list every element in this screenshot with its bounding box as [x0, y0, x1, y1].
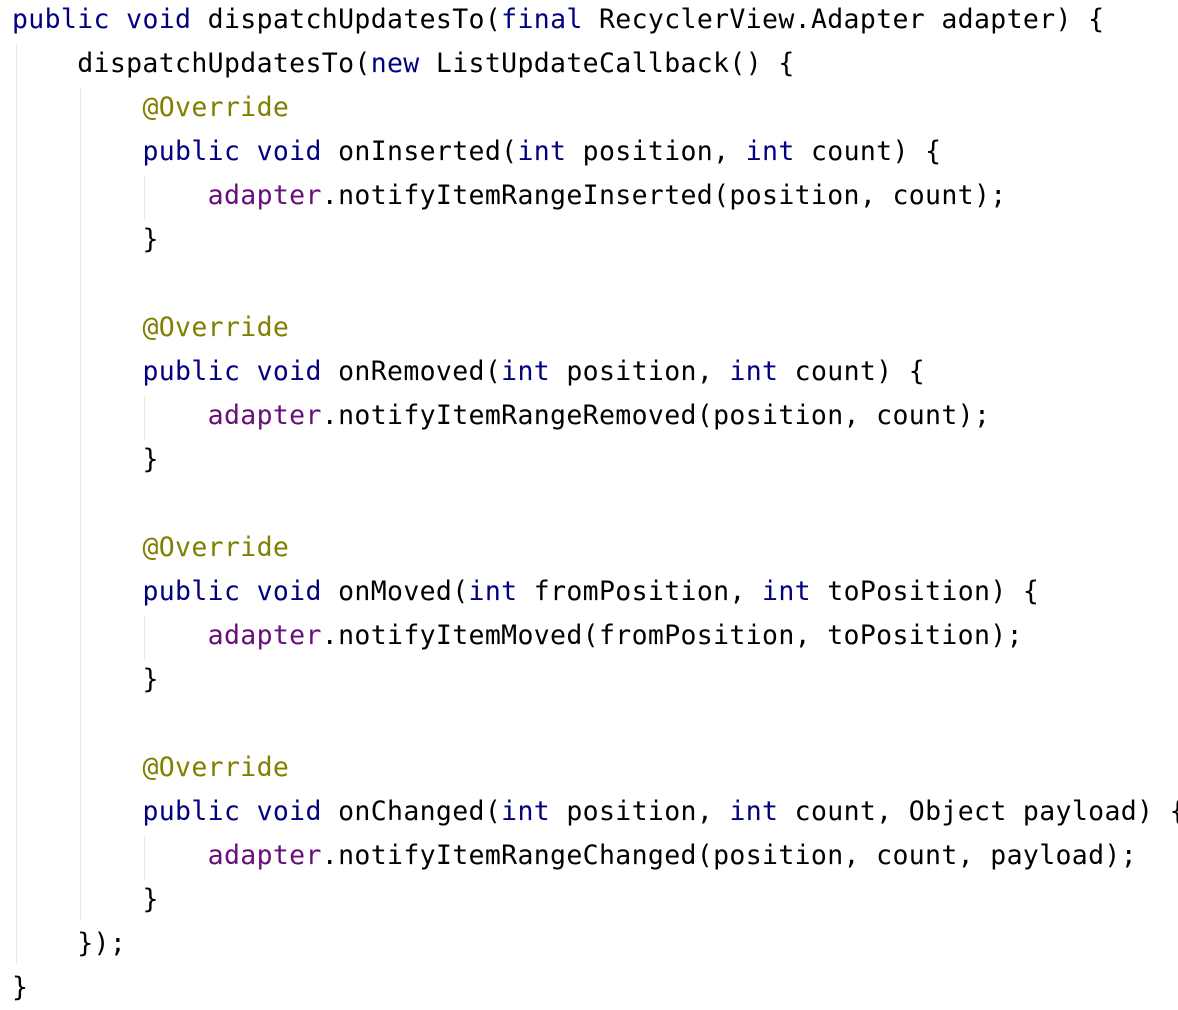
code-token: count, Object payload) {: [778, 796, 1178, 827]
keyword-token: int: [468, 576, 518, 607]
code-line[interactable]: }: [12, 218, 1178, 262]
keyword-token: int: [501, 356, 551, 387]
code-line[interactable]: public void dispatchUpdatesTo(final Recy…: [12, 0, 1178, 42]
code-line[interactable]: });: [12, 922, 1178, 966]
keyword-token: void: [256, 796, 322, 827]
code-token: [110, 4, 126, 35]
code-token: toPosition) {: [810, 576, 1040, 607]
annotation-token: @Override: [142, 92, 290, 123]
indent-guide-oninserted: [144, 176, 145, 220]
code-line[interactable]: }: [12, 438, 1178, 482]
field-token: adapter: [207, 180, 322, 211]
code-token: position,: [550, 796, 730, 827]
code-token: position,: [566, 136, 746, 167]
code-token: fromPosition,: [517, 576, 763, 607]
annotation-token: @Override: [142, 752, 290, 783]
keyword-token: void: [126, 4, 192, 35]
code-token: }: [142, 444, 159, 475]
code-token: onRemoved(: [321, 356, 502, 387]
code-token: });: [77, 928, 127, 959]
code-line[interactable]: [12, 702, 1178, 746]
code-token: }: [142, 884, 159, 915]
keyword-token: int: [729, 356, 779, 387]
code-token: [240, 796, 256, 827]
code-token: RecyclerView.Adapter adapter) {: [582, 4, 1105, 35]
keyword-token: int: [745, 136, 795, 167]
code-token: [240, 136, 256, 167]
field-token: adapter: [207, 400, 322, 431]
code-line[interactable]: @Override: [12, 746, 1178, 790]
keyword-token: int: [762, 576, 811, 607]
indent-guide-callback: [80, 88, 81, 920]
keyword-token: int: [517, 136, 567, 167]
keyword-token: void: [256, 576, 322, 607]
keyword-token: new: [370, 48, 420, 79]
code-text-area[interactable]: public void dispatchUpdatesTo(final Recy…: [12, 0, 1178, 1010]
annotation-token: @Override: [142, 312, 290, 343]
keyword-token: final: [501, 4, 583, 35]
keyword-token: int: [501, 796, 551, 827]
field-token: adapter: [207, 620, 322, 651]
code-line[interactable]: public void onMoved(int fromPosition, in…: [12, 570, 1178, 614]
code-token: dispatchUpdatesTo(: [77, 48, 371, 79]
code-token: onChanged(: [321, 796, 502, 827]
code-line[interactable]: adapter.notifyItemRangeRemoved(position,…: [12, 394, 1178, 438]
code-token: onInserted(: [321, 136, 518, 167]
code-line[interactable]: adapter.notifyItemMoved(fromPosition, to…: [12, 614, 1178, 658]
code-line[interactable]: public void onRemoved(int position, int …: [12, 350, 1178, 394]
code-line[interactable]: [12, 262, 1178, 306]
keyword-token: void: [256, 356, 322, 387]
code-line[interactable]: [12, 482, 1178, 526]
keyword-token: public: [142, 136, 241, 167]
code-token: }: [12, 972, 29, 1003]
code-line[interactable]: @Override: [12, 526, 1178, 570]
code-token: .notifyItemRangeRemoved(position, count)…: [321, 400, 991, 431]
code-line[interactable]: }: [12, 966, 1178, 1010]
keyword-token: void: [256, 136, 322, 167]
field-token: adapter: [207, 840, 322, 871]
keyword-token: public: [12, 4, 110, 35]
keyword-token: public: [142, 576, 241, 607]
code-token: onMoved(: [321, 576, 469, 607]
code-line[interactable]: public void onChanged(int position, int …: [12, 790, 1178, 834]
code-line[interactable]: adapter.notifyItemRangeChanged(position,…: [12, 834, 1178, 878]
code-token: .notifyItemRangeChanged(position, count,…: [321, 840, 1138, 871]
code-token: [240, 356, 256, 387]
keyword-token: public: [142, 796, 241, 827]
code-token: count) {: [778, 356, 926, 387]
indent-guide-onchanged: [144, 836, 145, 880]
code-token: [240, 576, 256, 607]
code-token: .notifyItemRangeInserted(position, count…: [321, 180, 1007, 211]
code-line[interactable]: @Override: [12, 86, 1178, 130]
keyword-token: int: [729, 796, 779, 827]
code-token: ListUpdateCallback() {: [419, 48, 795, 79]
code-token: .notifyItemMoved(fromPosition, toPositio…: [321, 620, 1023, 651]
code-token: position,: [550, 356, 730, 387]
code-token: }: [142, 224, 159, 255]
annotation-token: @Override: [142, 532, 290, 563]
code-token: count) {: [794, 136, 942, 167]
code-token: }: [142, 664, 159, 695]
indent-guide-onremoved: [144, 396, 145, 440]
code-line[interactable]: public void onInserted(int position, int…: [12, 130, 1178, 174]
indent-guide-outer: [16, 44, 17, 964]
keyword-token: public: [142, 356, 241, 387]
code-line[interactable]: }: [12, 878, 1178, 922]
code-line[interactable]: dispatchUpdatesTo(new ListUpdateCallback…: [12, 42, 1178, 86]
indent-guide-onmoved: [144, 616, 145, 660]
code-line[interactable]: @Override: [12, 306, 1178, 350]
code-line[interactable]: adapter.notifyItemRangeInserted(position…: [12, 174, 1178, 218]
code-token: dispatchUpdatesTo(: [191, 4, 502, 35]
code-line[interactable]: }: [12, 658, 1178, 702]
